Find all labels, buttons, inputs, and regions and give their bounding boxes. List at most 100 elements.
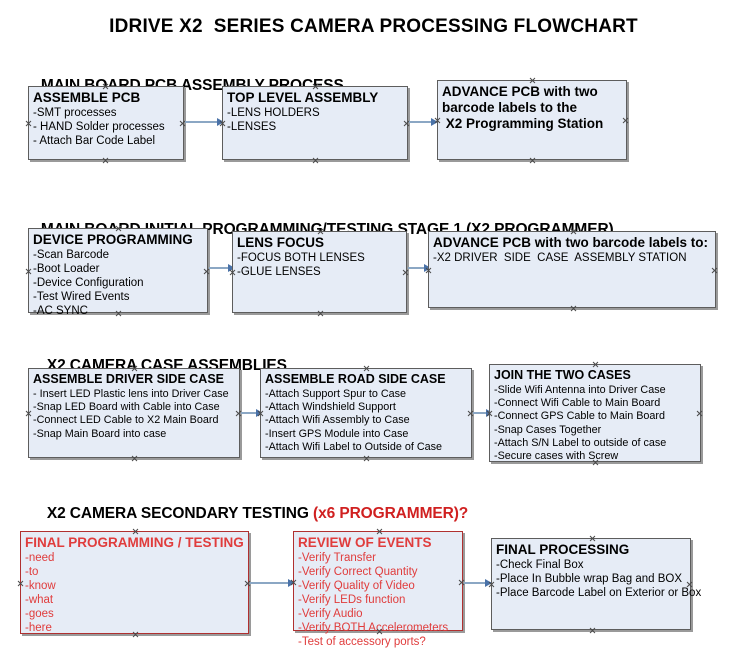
box-line: -know [25, 580, 56, 592]
box-line: -what [25, 594, 54, 606]
connection-handle-bottom[interactable] [529, 157, 536, 164]
box-line: -Scan Barcode [33, 249, 110, 261]
connection-handle-top[interactable] [363, 365, 370, 372]
arrowhead-icon [256, 409, 263, 417]
box-line: X2 Programming Station [442, 116, 604, 131]
box-line: -Place In Bubble wrap Bag and BOX [496, 573, 683, 585]
arrow-lens-focus-to-advance-pcb-driver-case [408, 264, 431, 272]
box-line: -Connect GPS Cable to Main Board [494, 410, 666, 423]
box-line: -Verify LEDs function [298, 594, 406, 606]
box-line: -Snap Cases Together [494, 423, 602, 436]
box-line: -Verify Correct Quantity [298, 566, 418, 578]
section-title-text: X2 CAMERA SECONDARY TESTING [46, 505, 314, 522]
box-line: -Verify Quality of Video [298, 580, 415, 592]
connection-handle-bottom[interactable] [317, 310, 324, 317]
box-line: -Attach Wifi Label to Outside of Case [265, 440, 443, 453]
box-assemble-pcb[interactable]: ASSEMBLE PCB -SMT processes - HAND Solde… [28, 86, 184, 160]
arrow-top-level-assembly-to-advance-pcb [409, 118, 438, 126]
box-line: -Snap Main Board into case [33, 427, 167, 440]
connection-handle-right[interactable] [711, 267, 718, 274]
connection-handle-left[interactable] [25, 268, 32, 275]
box-line: -Verify BOTH Accelerometers [298, 622, 449, 634]
connection-handle-left[interactable] [17, 580, 24, 587]
box-line: -Insert GPS Module into Case [265, 427, 409, 440]
connection-handle-bottom[interactable] [102, 157, 109, 164]
arrowhead-icon [228, 264, 235, 272]
box-assemble-driver-side-case[interactable]: ASSEMBLE DRIVER SIDE CASE - Insert LED P… [28, 368, 240, 458]
box-final-processing[interactable]: FINAL PROCESSING -Check Final Box -Place… [491, 535, 702, 630]
connection-handle-bottom[interactable] [570, 305, 577, 312]
box-title: DEVICE PROGRAMMING [33, 232, 193, 247]
connection-handle-left[interactable] [25, 410, 32, 417]
box-assemble-road-side-case[interactable]: ASSEMBLE ROAD SIDE CASE -Attach Support … [260, 368, 472, 458]
box-line: -SMT processes [33, 107, 117, 119]
box-join-the-two-cases[interactable]: JOIN THE TWO CASES -Slide Wifi Antenna i… [489, 364, 701, 462]
box-line: -FOCUS BOTH LENSES [237, 252, 365, 264]
box-line: -to [25, 566, 39, 578]
box-line: -Attach Wifi Assembly to Case [265, 414, 410, 427]
box-line: -Connect LED Cable to X2 Main Board [33, 414, 219, 427]
box-line: -here [25, 622, 52, 634]
box-top-level-assembly[interactable]: TOP LEVEL ASSEMBLY -LENS HOLDERS -LENSES [222, 86, 408, 160]
arrowhead-icon [288, 579, 295, 587]
box-line: - HAND Solder processes [33, 121, 165, 133]
arrow-assemble-pcb-to-top-level-assembly [185, 118, 224, 126]
box-title: TOP LEVEL ASSEMBLY [227, 90, 379, 105]
box-lens-focus[interactable]: LENS FOCUS -FOCUS BOTH LENSES -GLUE LENS… [232, 231, 407, 313]
connection-handle-left[interactable] [25, 120, 32, 127]
section-title-x2-camera-secondary-testing: X2 CAMERA SECONDARY TESTING (x6 PROGRAMM… [30, 487, 468, 541]
connection-handle-right[interactable] [203, 268, 210, 275]
box-line-overflow: -Test of accessory ports? [298, 636, 426, 648]
box-line: -Secure cases with Screw [494, 450, 619, 463]
connection-handle-right[interactable] [696, 410, 703, 417]
box-line: -need [25, 552, 55, 564]
box-line: -Verify Audio [298, 608, 363, 620]
connection-handle-bottom[interactable] [131, 455, 138, 462]
arrowhead-icon [431, 118, 438, 126]
connection-handle-right[interactable] [402, 269, 409, 276]
box-advance-pcb-driver-side-case[interactable]: ADVANCE PCB with two barcode labels to: … [428, 231, 716, 308]
box-title: LENS FOCUS [237, 235, 325, 250]
connection-handle-right[interactable] [622, 117, 629, 124]
box-line: -goes [25, 608, 54, 620]
connection-handle-bottom[interactable] [312, 157, 319, 164]
box-title: FINAL PROGRAMMING / TESTING [25, 535, 244, 550]
box-title: JOIN THE TWO CASES [494, 368, 631, 382]
box-line: -Slide Wifi Antenna into Driver Case [494, 384, 666, 396]
box-line: -Attach Support Spur to Case [265, 388, 407, 400]
page-title: IDRIVE X2 SERIES CAMERA PROCESSING FLOWC… [109, 16, 638, 37]
box-title: ASSEMBLE ROAD SIDE CASE [265, 372, 446, 386]
connection-handle-top[interactable] [592, 361, 599, 368]
connection-handle-bottom[interactable] [363, 455, 370, 462]
arrowhead-icon [424, 264, 431, 272]
arrow-final-programming-to-review-of-events [250, 579, 295, 587]
box-line: -LENS HOLDERS [227, 107, 320, 119]
box-line: -GLUE LENSES [237, 266, 321, 278]
box-line: -Device Configuration [33, 277, 144, 289]
box-title: ASSEMBLE PCB [33, 90, 141, 105]
box-final-programming-testing[interactable]: FINAL PROGRAMMING / TESTING -need -to -k… [20, 531, 249, 634]
connection-handle-bottom[interactable] [589, 627, 596, 634]
box-line: -Attach Windshield Support [265, 401, 396, 414]
arrow-device-programming-to-lens-focus [209, 264, 235, 272]
box-review-of-events[interactable]: REVIEW OF EVENTS -Verify Transfer -Verif… [293, 531, 463, 648]
box-line: - Attach Bar Code Label [33, 135, 156, 147]
box-title: ADVANCE PCB with two [442, 84, 598, 99]
arrow-review-of-events-to-final-processing [464, 579, 492, 587]
box-device-programming[interactable]: DEVICE PROGRAMMING -Scan Barcode -Boot L… [25, 228, 210, 317]
box-line: -Attach S/N Label to outside of case [494, 436, 667, 449]
box-line: barcode labels to the [442, 100, 578, 115]
box-line: -Verify Transfer [298, 552, 376, 564]
box-line: - Insert LED Plastic lens into Driver Ca… [33, 388, 229, 400]
box-title: ASSEMBLE DRIVER SIDE CASE [33, 372, 225, 386]
arrowhead-icon [485, 579, 492, 587]
box-title: FINAL PROCESSING [496, 542, 630, 557]
connection-handle-top[interactable] [589, 535, 596, 542]
arrowhead-icon [217, 118, 224, 126]
box-advance-pcb-programming-station[interactable]: ADVANCE PCB with two barcode labels to t… [437, 80, 627, 160]
box-line: -Place Barcode Label on Exterior or Box [496, 587, 702, 599]
arrow-driver-side-to-road-side [241, 409, 263, 417]
box-line: -LENSES [227, 121, 277, 133]
connection-handle-top[interactable] [529, 77, 536, 84]
